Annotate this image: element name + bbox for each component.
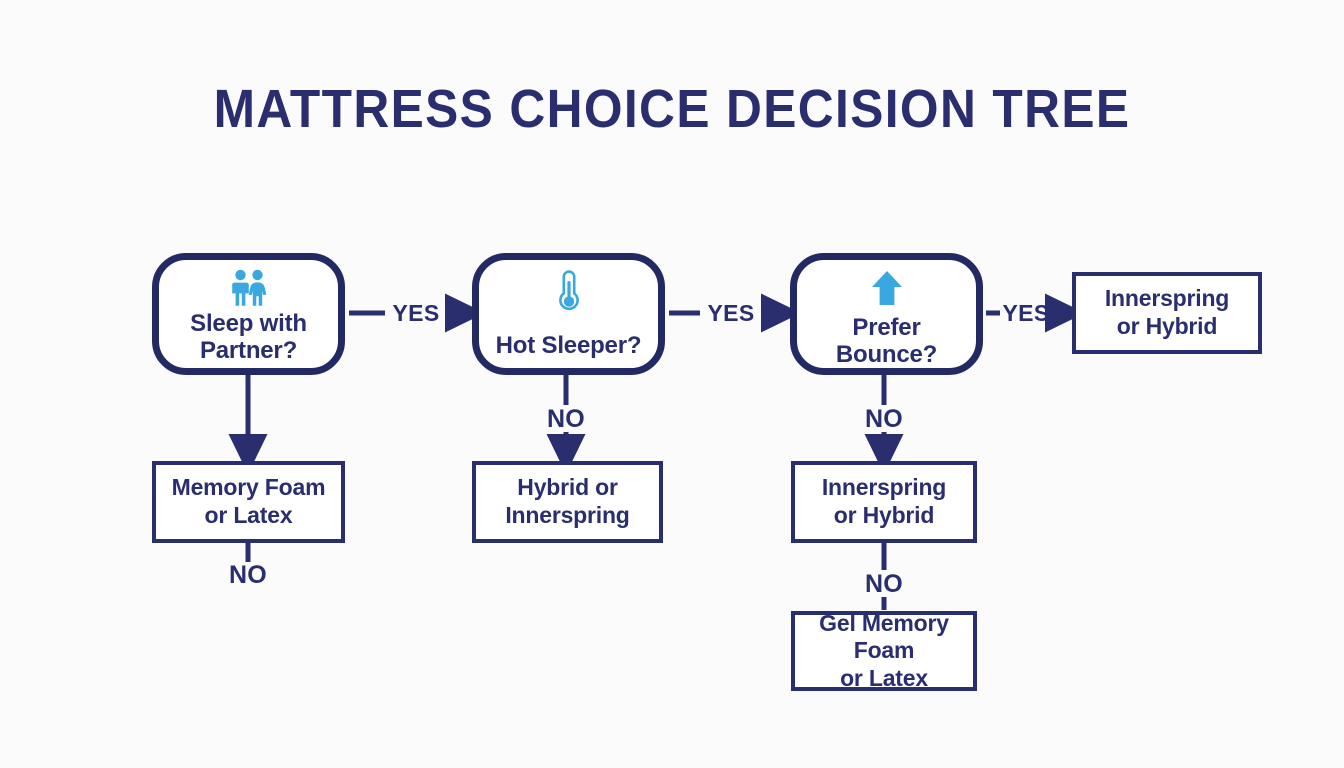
- thermometer-icon: [554, 269, 584, 311]
- outcome-label: Memory Foam or Latex: [172, 474, 326, 529]
- decision-question-sleep-with-partner: Sleep with Partner?: [190, 310, 307, 365]
- decision-question-line1: Hot Sleeper?: [495, 332, 642, 359]
- outcome-box-hybrid-or-innerspring[interactable]: Hybrid or Innerspring: [472, 461, 663, 543]
- decision-node-hot-sleeper[interactable]: Hot Sleeper?: [472, 253, 665, 375]
- outcome-line2: or Hybrid: [1116, 313, 1218, 339]
- decision-question-line2: Bounce?: [835, 340, 938, 368]
- edge-label-yes-1: YES: [392, 300, 440, 326]
- decision-question-prefer-bounce: Prefer Bounce?: [835, 314, 938, 369]
- outcome-box-innerspring-or-hybrid[interactable]: Innerspring or Hybrid: [791, 461, 977, 543]
- edge-label-yes-2: YES: [707, 300, 755, 326]
- outcome-line1: Innerspring: [821, 474, 947, 501]
- outcome-line1: Innerspring: [1104, 285, 1230, 312]
- edge-label-no-4: NO: [864, 570, 904, 598]
- outcome-box-memory-foam-or-latex[interactable]: Memory Foam or Latex: [152, 461, 345, 543]
- outcome-label: Hybrid or Innerspring: [505, 474, 630, 529]
- outcome-box-gel-memory-foam-or-latex[interactable]: Gel Memory Foam or Latex: [791, 610, 977, 693]
- decision-question-line2: Partner?: [199, 336, 298, 364]
- edge-label-no-3: NO: [864, 405, 904, 433]
- outcome-line1: Hybrid or: [517, 474, 618, 501]
- page-title: MATTRESS CHOICE DECISION TREE: [213, 79, 1131, 139]
- decision-node-sleep-with-partner[interactable]: Sleep with Partner?: [152, 253, 345, 375]
- outcome-line2: Innerspring: [505, 502, 630, 528]
- outcome-box-innerspring-or-hybrid-top[interactable]: Innerspring or Hybrid: [1072, 272, 1262, 354]
- outcome-line1: Memory Foam: [171, 474, 326, 501]
- outcome-label: Innerspring or Hybrid: [821, 474, 947, 529]
- outcome-line2: or Latex: [840, 664, 928, 691]
- decision-question-line1: Sleep with: [190, 310, 307, 337]
- edge-label-yes-3: YES: [1002, 300, 1050, 326]
- edge-label-no-1: NO: [228, 561, 268, 589]
- outcome-label: Gel Memory Foam or Latex: [795, 610, 973, 693]
- outcome-line2: or Hybrid: [833, 502, 935, 528]
- couple-icon: [228, 269, 270, 309]
- up-arrow-icon: [870, 269, 904, 307]
- decision-question-line1: Prefer: [852, 314, 921, 341]
- outcome-label: Innerspring or Hybrid: [1104, 285, 1230, 340]
- outcome-line2: or Latex: [204, 502, 293, 528]
- edge-label-no-2: NO: [546, 405, 586, 433]
- decision-question-hot-sleeper: Hot Sleeper?: [495, 332, 642, 360]
- outcome-line1: Gel Memory Foam: [819, 609, 949, 664]
- decision-node-prefer-bounce[interactable]: Prefer Bounce?: [790, 253, 983, 375]
